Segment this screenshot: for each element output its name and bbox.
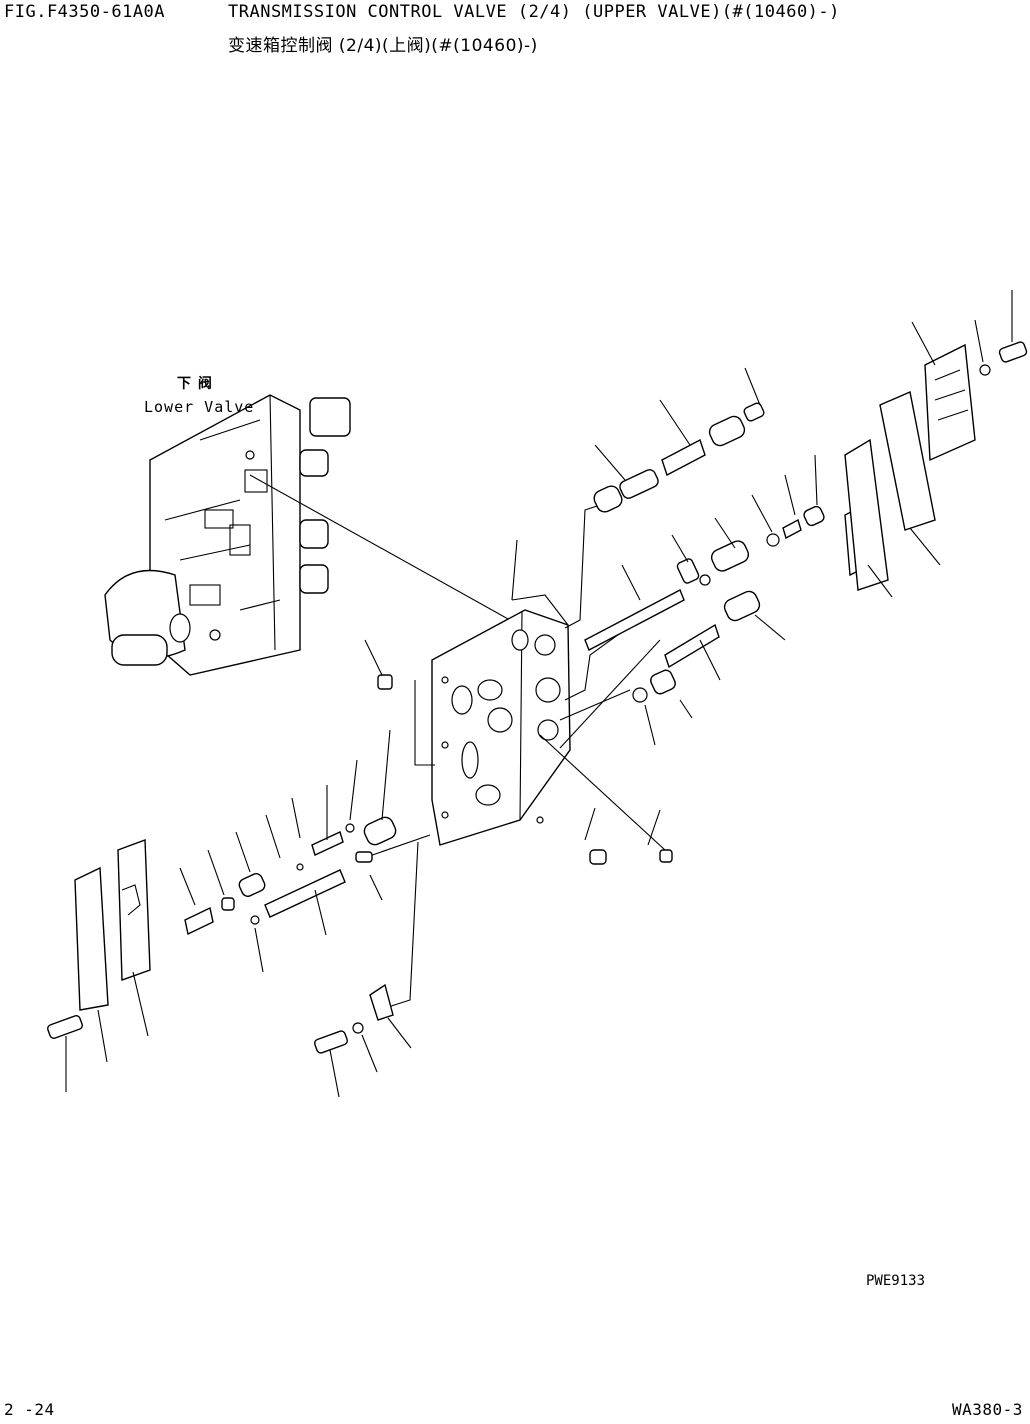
lower-valve-assembly (104, 394, 351, 676)
drawing-code: PWE9133 (866, 1273, 926, 1289)
lower-left-parts (47, 680, 435, 1054)
title-chinese: 变速箱控制阀 (2/4)(上阀)(#(10460)-) (228, 36, 538, 56)
callout-leaders (65, 290, 1013, 1098)
upper-valve-body (431, 594, 571, 846)
machine-model: WA380-3 (952, 1400, 1023, 1419)
right-cover-plates (844, 341, 1028, 591)
upper-right-parts (377, 402, 825, 865)
figure-number: FIG.F4350-61A0A (4, 2, 166, 22)
page-number: 2 -24 (4, 1400, 55, 1419)
lower-valve-label-english: Lower Valve (144, 398, 255, 416)
title-english: TRANSMISSION CONTROL VALVE (2/4) (UPPER … (228, 2, 840, 22)
lower-valve-label-chinese: 下 阀 (177, 376, 213, 392)
